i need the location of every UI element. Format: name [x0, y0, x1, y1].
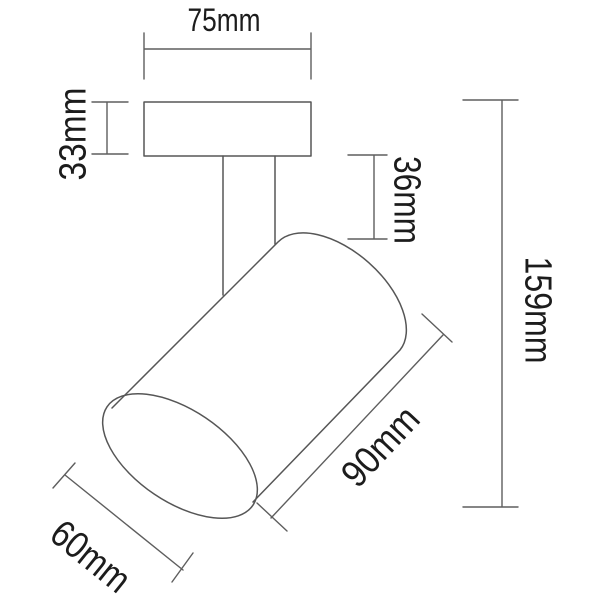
dimension-lines [52, 32, 519, 583]
dim-base-height-lines [91, 101, 129, 155]
dim-label-overall-height: 159mm [517, 257, 559, 364]
dim-stem-length-lines [347, 154, 388, 240]
dim-label-base-height: 33mm [52, 88, 94, 181]
lamp-face [101, 392, 259, 520]
dim-body-length-lines [256, 313, 453, 532]
mounting-base [143, 101, 312, 157]
dim-body-diameter-lines [52, 462, 194, 583]
dim-label-body-length: 90mm [334, 398, 429, 495]
dim-label-body-diameter: 60mm [42, 512, 138, 600]
dim-label-stem-length: 36mm [386, 156, 428, 244]
dim-base-width-lines [143, 32, 312, 80]
lamp-body [111, 232, 408, 503]
dim-label-base-width: 75mm [188, 2, 261, 38]
dimension-labels: 75mm 33mm 36mm 159mm 90mm 60mm [42, 2, 559, 600]
fixture-outline [101, 101, 408, 520]
dim-overall-height-lines [462, 99, 519, 508]
